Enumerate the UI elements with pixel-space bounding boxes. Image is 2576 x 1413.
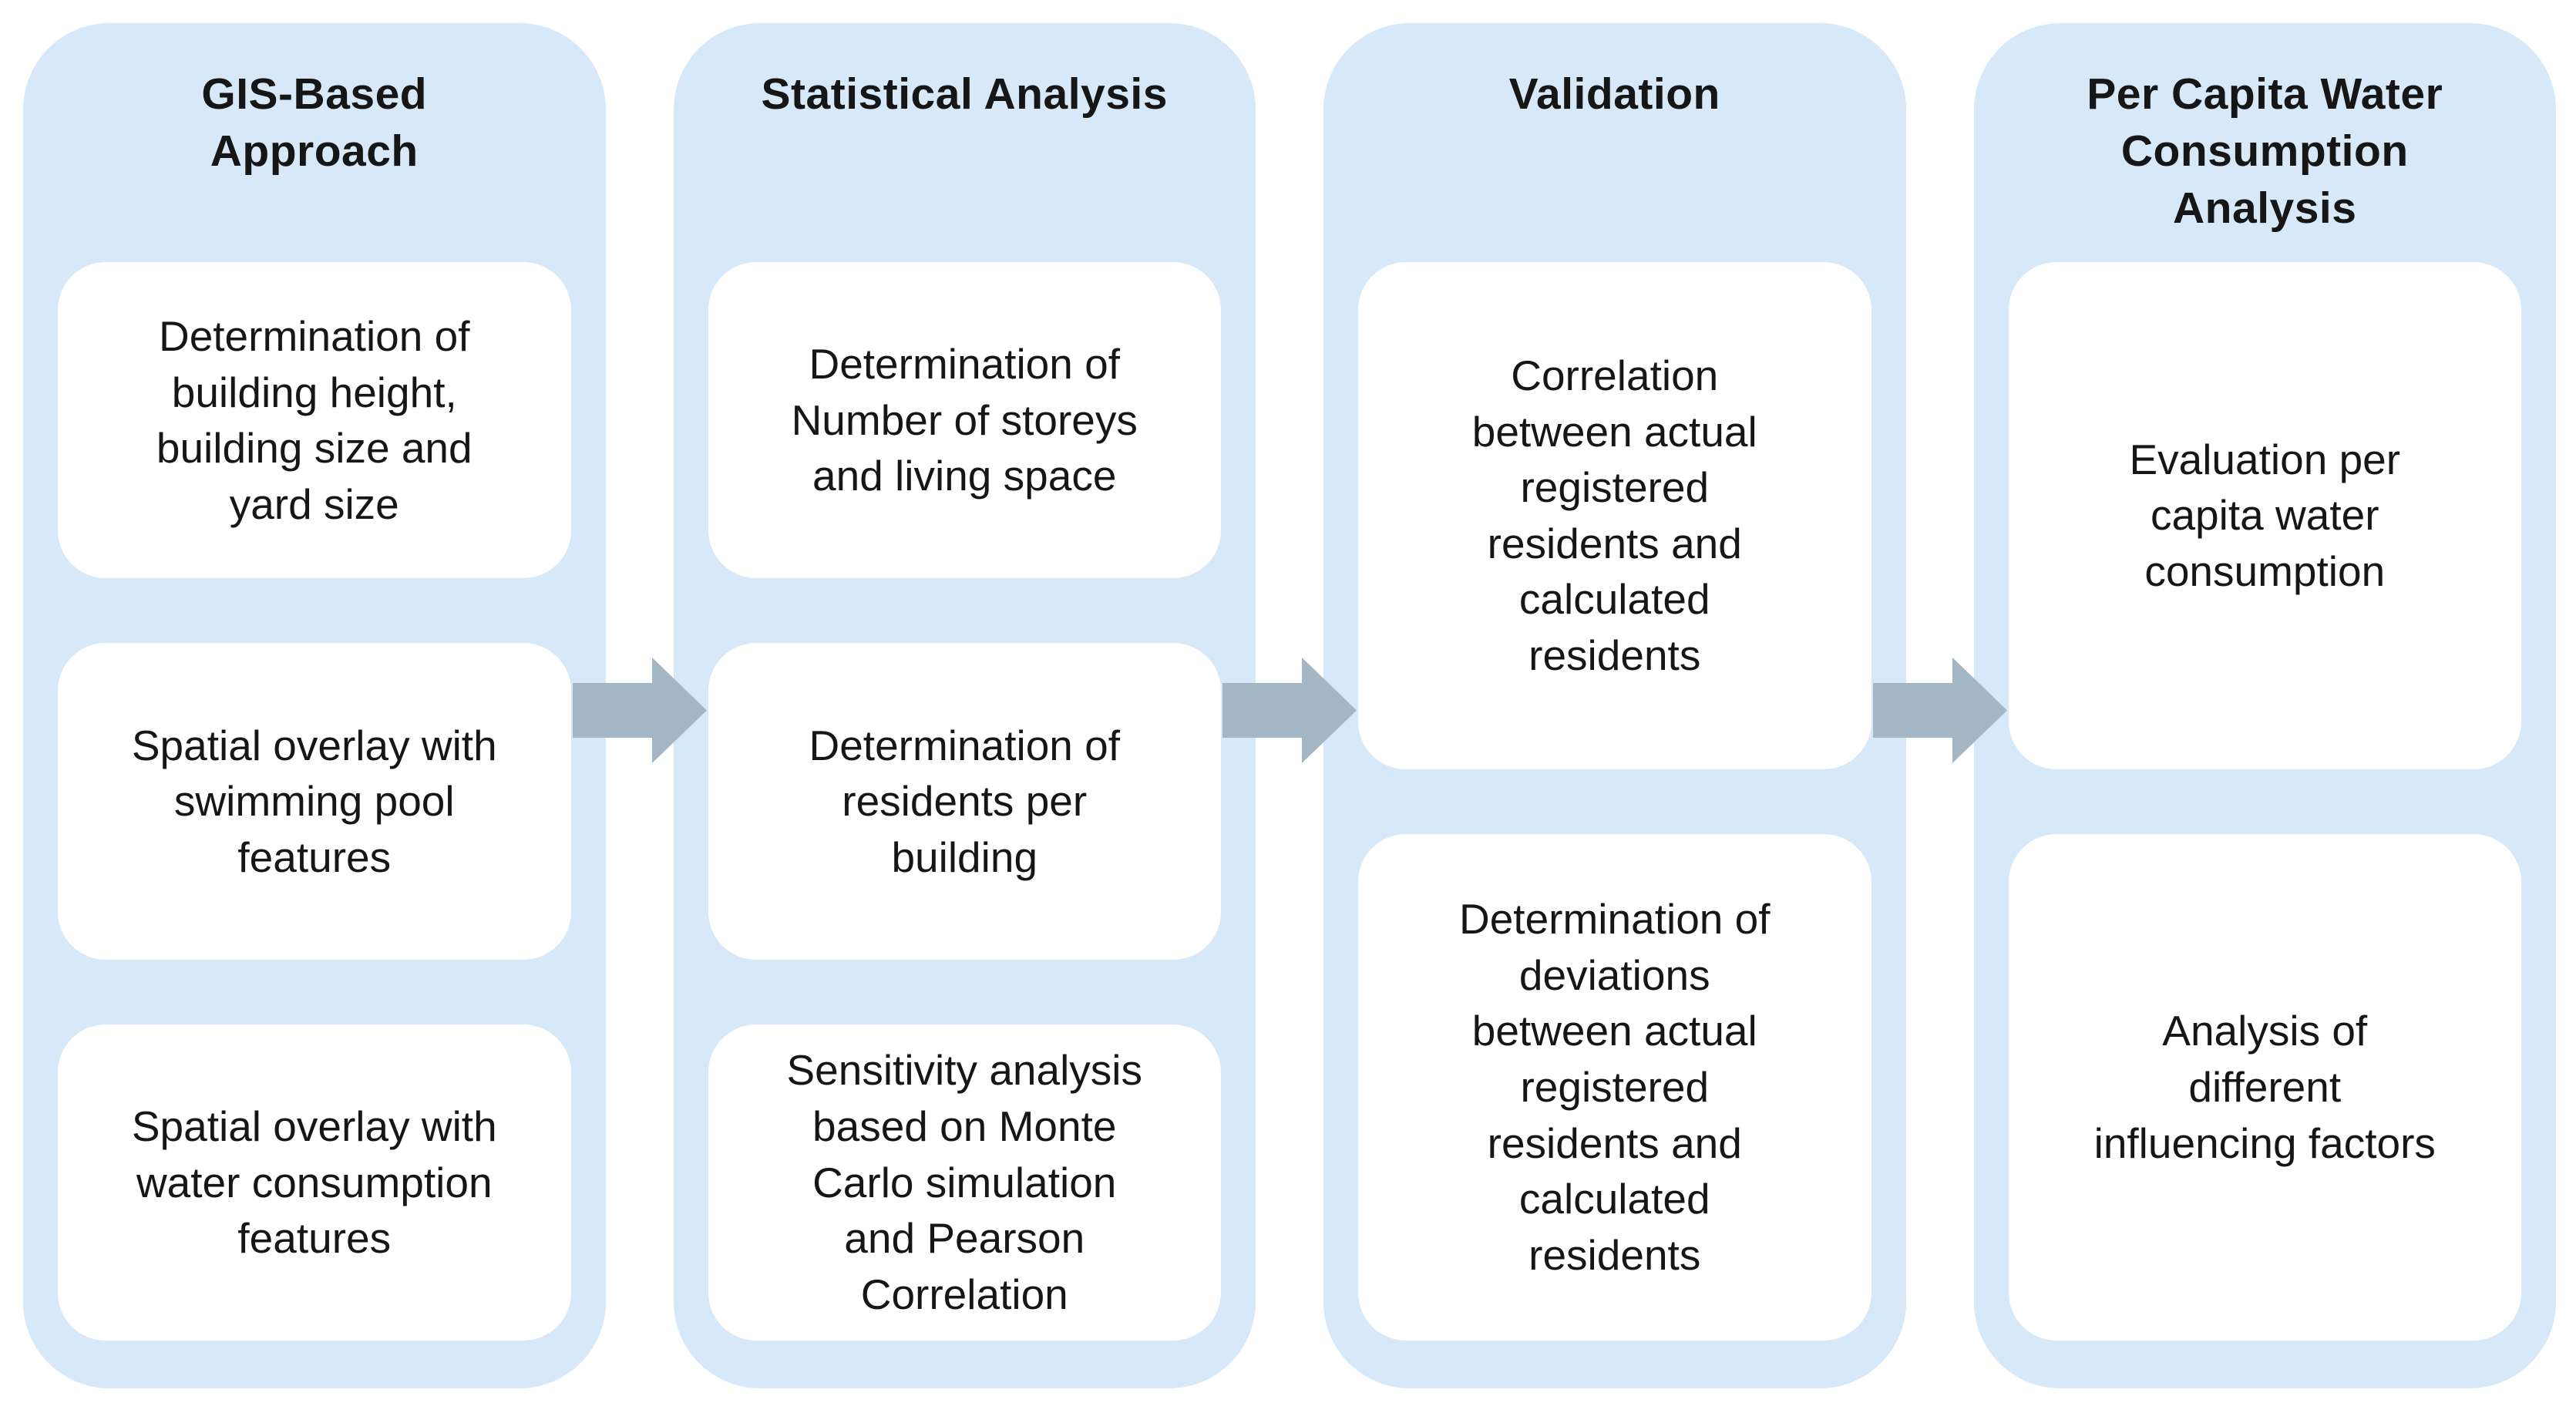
column-boxes: Determination of building height, buildi… — [58, 262, 571, 1341]
process-box-text: Evaluation per capita water consumption — [2129, 435, 2401, 596]
process-box: Determination of residents per building — [708, 643, 1221, 960]
process-box: Determination of Number of storeys and l… — [708, 262, 1221, 579]
column-statistical-analysis: Statistical Analysis Determination of Nu… — [673, 23, 1256, 1388]
column-header: Validation — [1358, 23, 1871, 262]
right-arrow-icon — [572, 657, 707, 763]
column-boxes: Correlation between actual registered re… — [1358, 262, 1871, 1341]
column-title: Statistical Analysis — [761, 69, 1168, 119]
process-box-text: Correlation between actual registered re… — [1471, 351, 1757, 679]
process-box-text: Spatial overlay with swimming pool featu… — [131, 721, 497, 881]
flow-arrow-slot — [1222, 23, 1357, 1388]
column-header: Statistical Analysis — [708, 23, 1222, 262]
process-box: Evaluation per capita water consumption — [2008, 262, 2521, 769]
process-box-text: Determination of residents per building — [809, 721, 1121, 881]
process-box-text: Spatial overlay with water consumption f… — [131, 1102, 497, 1263]
column-header: Per Capita Water Consumption Analysis — [2009, 23, 2522, 262]
column-title: Per Capita Water Consumption Analysis — [2087, 69, 2443, 234]
right-arrow-icon — [1222, 657, 1357, 763]
process-box: Spatial overlay with water consumption f… — [58, 1024, 571, 1341]
process-box: Determination of deviations between actu… — [1358, 833, 1871, 1341]
right-arrow-shape — [572, 657, 707, 763]
column-per-capita-water-consumption-analysis: Per Capita Water Consumption Analysis Ev… — [1973, 23, 2556, 1388]
flow-arrow-slot — [572, 23, 707, 1388]
process-box-text: Analysis of different influencing factor… — [2093, 1007, 2436, 1167]
right-arrow-shape — [1872, 657, 2007, 763]
process-box-text: Determination of building height, buildi… — [156, 311, 472, 528]
right-arrow-shape — [1222, 657, 1357, 763]
process-box: Analysis of different influencing factor… — [2008, 833, 2521, 1341]
process-box: Sensitivity analysis based on Monte Carl… — [708, 1024, 1221, 1341]
column-gis-based-approach: GIS-Based Approach Determination of buil… — [23, 23, 606, 1388]
process-box: Spatial overlay with swimming pool featu… — [58, 643, 571, 960]
process-box-text: Sensitivity analysis based on Monte Carl… — [786, 1046, 1143, 1318]
column-title: Validation — [1508, 69, 1720, 119]
column-validation: Validation Correlation between actual re… — [1323, 23, 1906, 1388]
right-arrow-icon — [1872, 657, 2007, 763]
column-boxes: Determination of Number of storeys and l… — [708, 262, 1221, 1341]
process-box-text: Determination of deviations between actu… — [1458, 895, 1771, 1279]
process-box: Determination of building height, buildi… — [58, 262, 571, 579]
column-title: GIS-Based Approach — [201, 69, 428, 177]
column-boxes: Evaluation per capita water consumption … — [2008, 262, 2521, 1341]
column-header: GIS-Based Approach — [58, 23, 571, 262]
flow-arrow-slot — [1872, 23, 2007, 1388]
process-box: Correlation between actual registered re… — [1358, 262, 1871, 769]
process-box-text: Determination of Number of storeys and l… — [791, 340, 1138, 500]
